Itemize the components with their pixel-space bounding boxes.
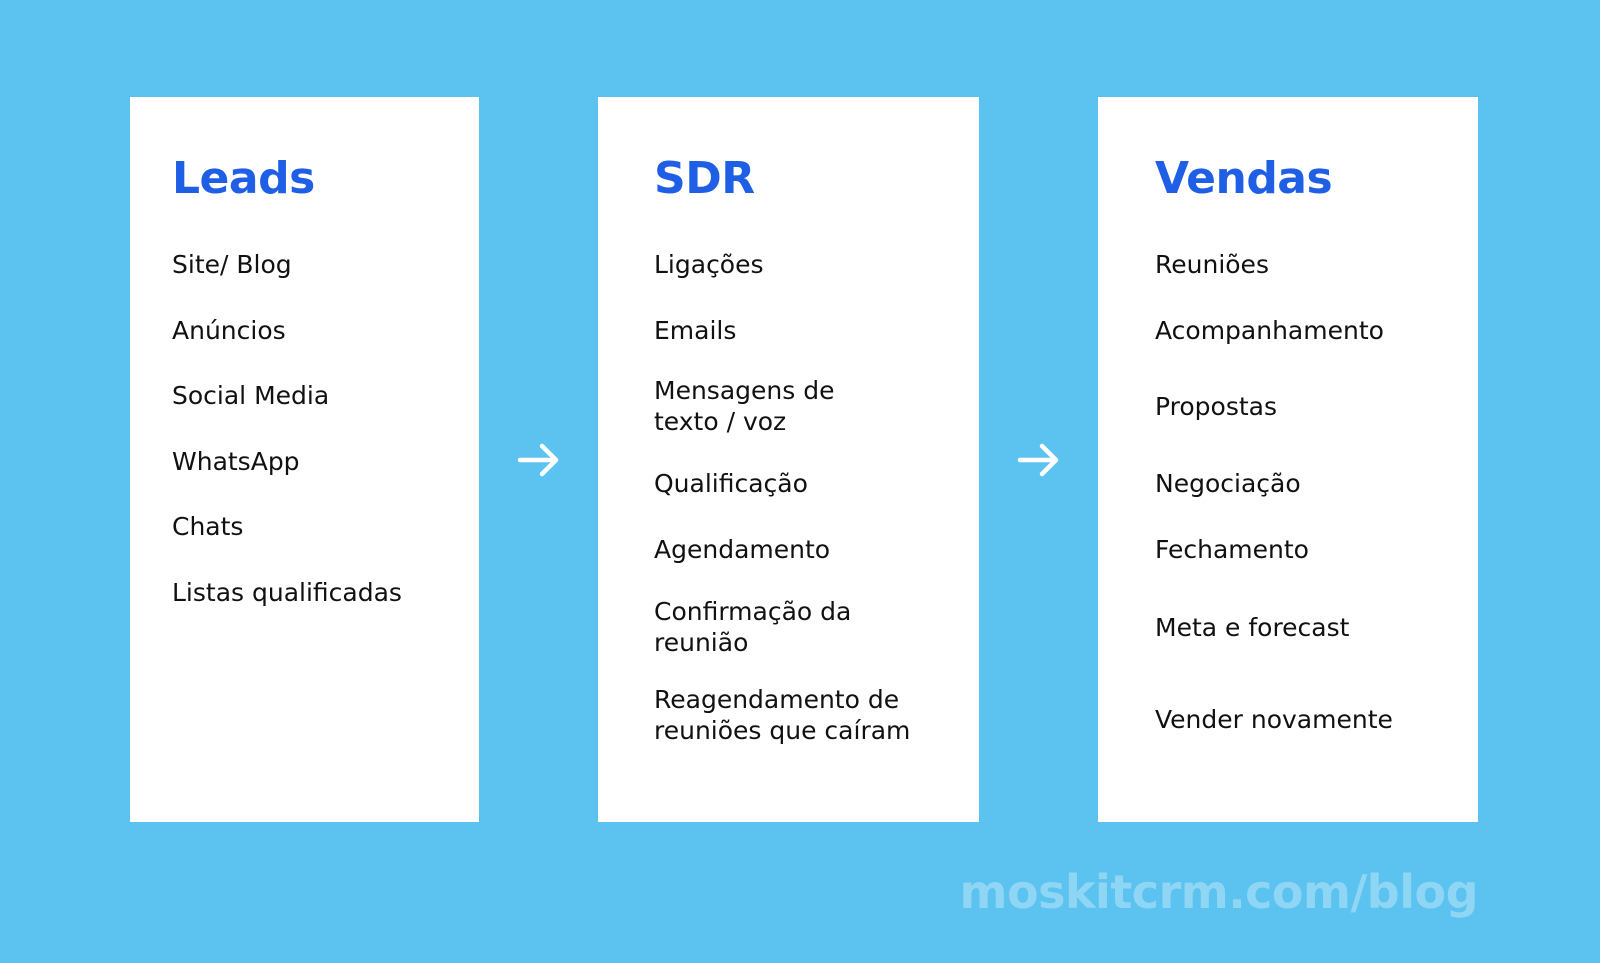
vendas-item: Propostas	[1155, 392, 1277, 421]
vendas-item: Vender novamente	[1155, 705, 1393, 734]
vendas-item: Meta e forecast	[1155, 613, 1350, 642]
sdr-item: Qualificação	[654, 469, 808, 498]
sdr-item: Reagendamento de reuniões que caíram	[654, 685, 911, 745]
sdr-item: Agendamento	[654, 535, 831, 564]
vendas-title: Vendas	[1155, 153, 1333, 204]
leads-title: Leads	[172, 153, 315, 204]
sdr-item: Ligações	[654, 250, 764, 279]
leads-item: Chats	[172, 512, 244, 541]
vendas-item: Fechamento	[1155, 535, 1309, 564]
leads-item: Listas qualificadas	[172, 578, 402, 607]
leads-card: Leads Site/ Blog Anúncios Social Media W…	[130, 97, 479, 822]
vendas-item: Reuniões	[1155, 250, 1269, 279]
leads-item: WhatsApp	[172, 447, 300, 476]
sdr-item: Mensagens de texto / voz	[654, 376, 835, 436]
vendas-item: Acompanhamento	[1155, 316, 1384, 345]
sdr-item: Emails	[654, 316, 737, 345]
leads-item: Social Media	[172, 381, 330, 410]
arrow-right-icon	[517, 443, 559, 477]
leads-item: Anúncios	[172, 316, 286, 345]
leads-item: Site/ Blog	[172, 250, 292, 279]
sdr-item: Confirmação da reunião	[654, 597, 852, 657]
vendas-item: Negociação	[1155, 469, 1301, 498]
sdr-card: SDR Ligações Emails Mensagens de texto /…	[598, 97, 979, 822]
vendas-card: Vendas Reuniões Acompanhamento Propostas…	[1098, 97, 1478, 822]
sdr-title: SDR	[654, 153, 755, 204]
watermark-url: moskitcrm.com/blog	[959, 865, 1479, 919]
arrow-right-icon	[1017, 443, 1059, 477]
